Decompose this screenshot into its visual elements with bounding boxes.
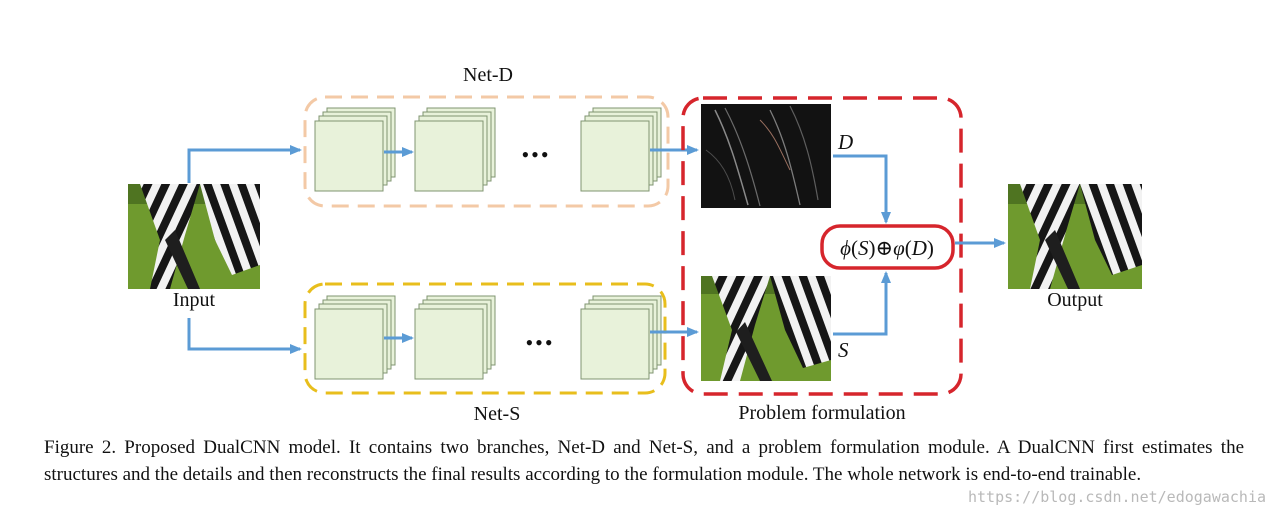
formula-close-paren-1: ) [868,236,875,260]
net-d-ellipsis: ••• [521,142,550,167]
formula-open-paren-2: ( [905,236,912,260]
input-to-netd-arrow [187,145,302,183]
net-s-ellipsis: ••• [525,330,554,355]
input-to-nets-arrow [187,318,302,354]
s-to-formula-arrow [833,271,891,336]
formula-oplus: ⊕ [875,236,893,260]
net-d-label: Net-D [463,64,513,86]
output-label: Output [1047,289,1103,311]
output-image [1008,184,1142,289]
detail-image [701,104,831,208]
net-s-layer-stack-3 [580,295,662,380]
formula-d: D [911,236,927,260]
net-d-layer-stack-3 [580,107,662,192]
net-d-layer-stack-1 [314,107,396,192]
formula-s: S [858,236,869,260]
d-symbol: D [837,130,853,154]
formula-varphi: φ [893,236,905,260]
net-s-box [303,282,667,395]
net-s-layer-stack-2 [414,295,496,380]
formula-box [820,224,955,270]
formula-text: ϕ(S)⊕φ(D) [840,236,934,260]
watermark: https://blog.csdn.net/edogawachia [967,488,1266,506]
structure-image [701,276,831,381]
net-d-box [303,95,670,208]
input-image [128,184,260,289]
formula-close-paren-2: ) [927,236,934,260]
d-to-formula-arrow [833,154,891,224]
input-label: Input [173,289,216,311]
net-s-layer-stack-1 [314,295,396,380]
s-symbol: S [838,338,849,362]
formula-phi: ϕ [840,236,851,260]
problem-formulation-box [681,96,963,396]
net-d-layer-stack-2 [414,107,496,192]
net-s-label: Net-S [474,403,521,425]
formula-open-paren-1: ( [851,236,858,260]
figure-caption: Figure 2. Proposed DualCNN model. It con… [44,437,1244,485]
problem-formulation-label: Problem formulation [738,402,905,424]
